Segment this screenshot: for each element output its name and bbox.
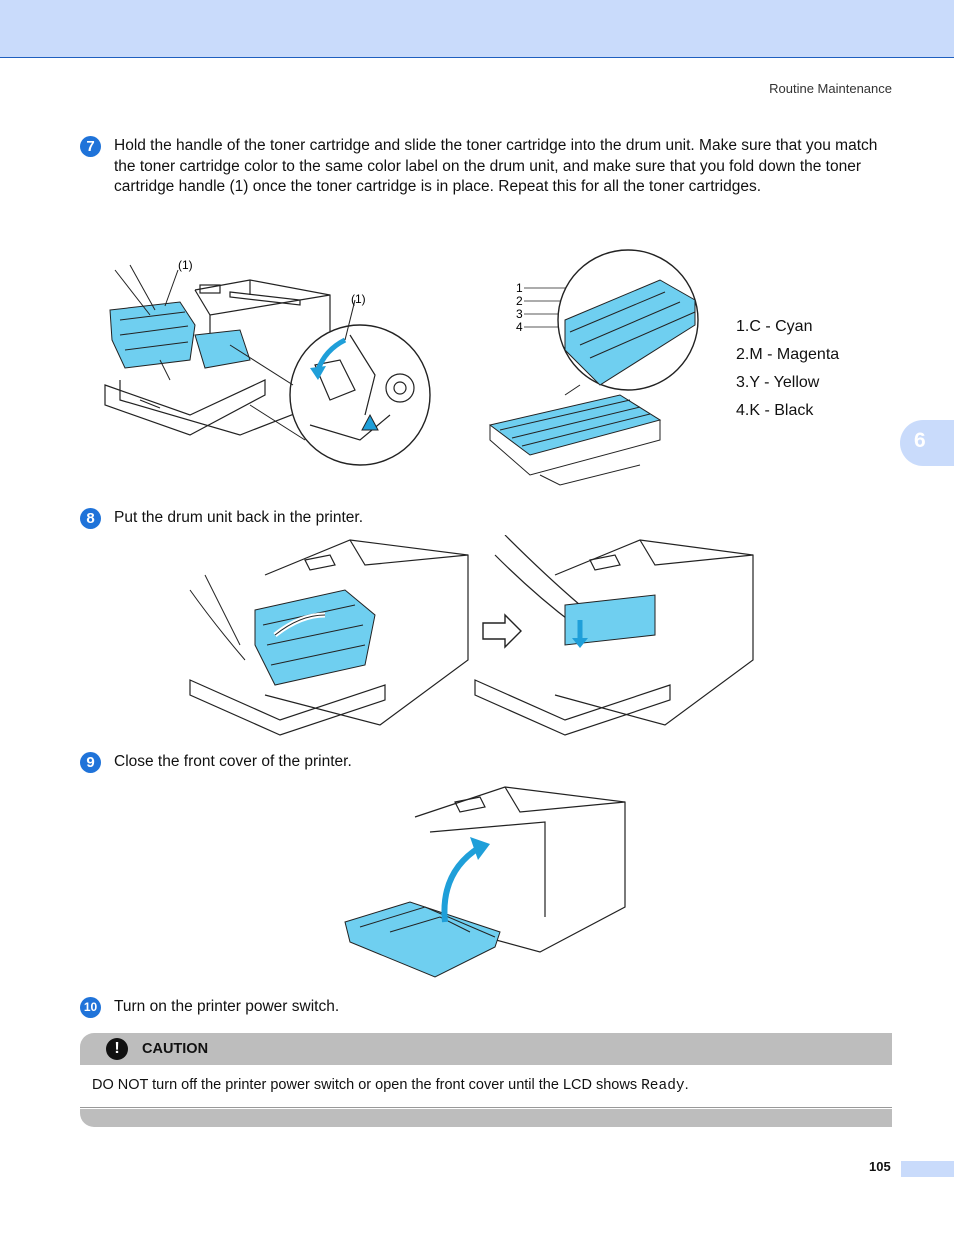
lcd-ready-text: Ready bbox=[641, 1078, 685, 1094]
toner-insert-illustration: (1) (1) 1 2 3 4 bbox=[104, 249, 699, 486]
caution-text: DO NOT turn off the printer power switch… bbox=[92, 1077, 689, 1094]
callout-label: (1) bbox=[178, 258, 193, 272]
exclamation-icon: ! bbox=[106, 1038, 128, 1060]
legend-item: 4.K - Black bbox=[736, 402, 814, 419]
callout-number-1: 1 bbox=[516, 281, 523, 295]
close-cover-illustration bbox=[344, 786, 626, 978]
chapter-number: 6 bbox=[914, 429, 926, 452]
legend-item: 3.Y - Yellow bbox=[736, 374, 820, 391]
step-number-badge: 8 bbox=[80, 508, 101, 529]
caution-label: CAUTION bbox=[142, 1041, 209, 1057]
caution-bar: ! CAUTION bbox=[80, 1033, 892, 1065]
callout-number-4: 4 bbox=[516, 320, 523, 334]
legend-item: 2.M - Magenta bbox=[736, 346, 840, 363]
running-head: Routine Maintenance bbox=[769, 81, 892, 96]
color-legend: 1.C - Cyan 2.M - Magenta 3.Y - Yellow 4.… bbox=[736, 313, 839, 425]
step-text: Hold the handle of the toner cartridge a… bbox=[114, 137, 878, 195]
header-band bbox=[0, 0, 954, 58]
caution-message: DO NOT turn off the printer power switch… bbox=[92, 1077, 642, 1093]
step-number-badge: 10 bbox=[80, 997, 101, 1018]
step-text: Close the front cover of the printer. bbox=[114, 753, 352, 770]
callout-zoom-label: (1) bbox=[351, 292, 366, 306]
caution-period: . bbox=[684, 1077, 689, 1093]
step-number-badge: 9 bbox=[80, 752, 101, 773]
caution-divider bbox=[80, 1107, 892, 1108]
legend-item: 1.C - Cyan bbox=[736, 318, 813, 335]
step-text: Put the drum unit back in the printer. bbox=[114, 509, 363, 526]
chapter-tab: 6 bbox=[900, 420, 954, 466]
caution-footer-bar bbox=[80, 1109, 892, 1127]
step-text: Turn on the printer power switch. bbox=[114, 998, 340, 1015]
step-number-badge: 7 bbox=[80, 136, 101, 157]
drum-reinsert-illustration bbox=[189, 535, 754, 736]
page-number-tab bbox=[901, 1161, 954, 1177]
callout-number-2: 2 bbox=[516, 294, 523, 308]
page-number: 105 bbox=[869, 1159, 891, 1174]
callout-number-3: 3 bbox=[516, 307, 523, 321]
